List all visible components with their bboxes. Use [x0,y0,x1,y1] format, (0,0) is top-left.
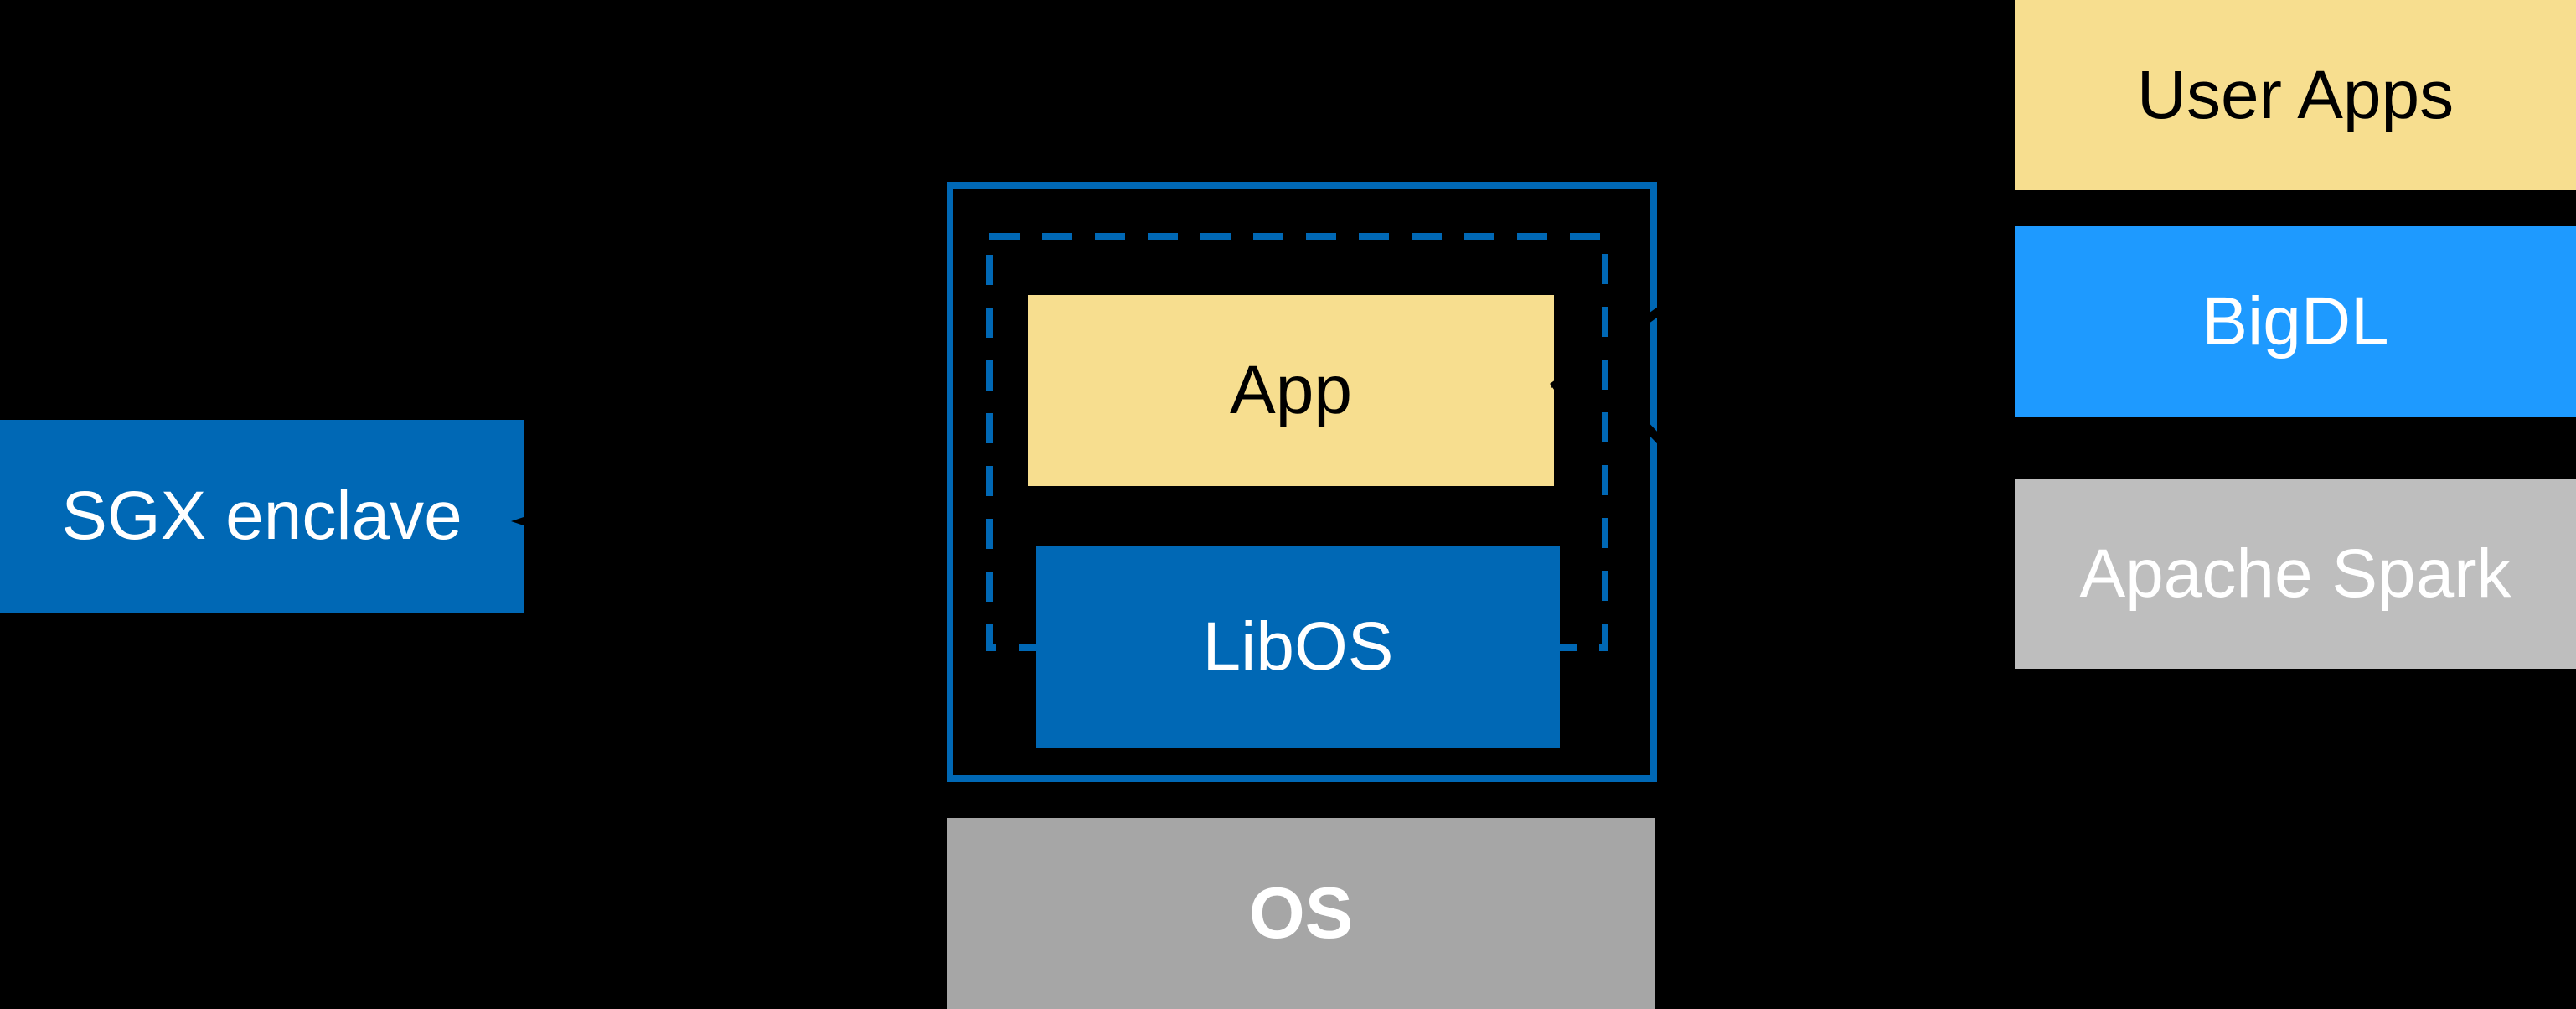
sgx-enclave-label: SGX enclave [61,478,462,554]
libos-box: LibOS [1036,546,1560,748]
app-box: App [1028,295,1554,486]
bigdl-label: BigDL [2202,283,2389,360]
apache-spark-label: Apache Spark [2079,536,2511,612]
user-apps-box: User Apps [2015,0,2576,190]
bigdl-box: BigDL [2015,226,2576,417]
app-label: App [1230,352,1352,428]
sgx-enclave-box: SGX enclave [0,420,524,613]
os-label: OS [1248,873,1354,954]
arrow-to-sgx-enclave [511,510,704,533]
user-apps-label: User Apps [2136,56,2455,133]
apache-spark-box: Apache Spark [2015,479,2576,669]
libos-label: LibOS [1202,608,1394,685]
os-box: OS [947,818,1655,1009]
